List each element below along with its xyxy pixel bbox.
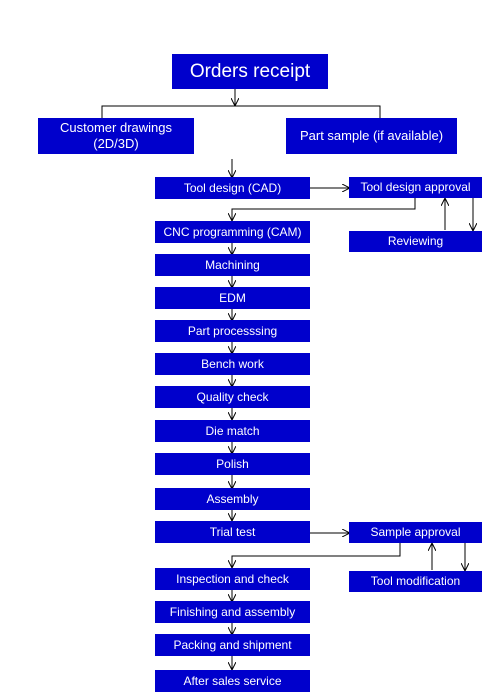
step-part-processing: Part processsing	[155, 320, 310, 342]
split-bracket	[101, 105, 381, 118]
sample-approval-box: Sample approval	[349, 522, 482, 543]
step-assembly: Assembly	[155, 488, 310, 510]
reviewing-box: Reviewing	[349, 231, 482, 252]
step-trial-test: Trial test	[155, 521, 310, 543]
step-edm: EDM	[155, 287, 310, 309]
arrow-approval-to-inspection	[232, 543, 401, 567]
step-quality-check: Quality check	[155, 386, 310, 408]
tool-modification-box: Tool modification	[349, 571, 482, 592]
tool-design-approval-box: Tool design approval	[349, 177, 482, 198]
step-machining: Machining	[155, 254, 310, 276]
step-finishing-assembly: Finishing and assembly	[155, 601, 310, 623]
step-cnc-programming: CNC programming (CAM)	[155, 221, 310, 243]
step-packing-shipment: Packing and shipment	[155, 634, 310, 656]
step-inspection-check: Inspection and check	[155, 568, 310, 590]
orders-receipt-box: Orders receipt	[172, 54, 328, 89]
part-sample-box: Part sample (if available)	[286, 118, 457, 154]
step-after-sales-service: After sales service	[155, 670, 310, 692]
step-bench-work: Bench work	[155, 353, 310, 375]
arrow-approval-to-cam	[232, 198, 416, 220]
step-tool-design: Tool design (CAD)	[155, 177, 310, 199]
step-die-match: Die match	[155, 420, 310, 442]
customer-drawings-box: Customer drawings (2D/3D)	[38, 118, 194, 154]
step-polish: Polish	[155, 453, 310, 475]
